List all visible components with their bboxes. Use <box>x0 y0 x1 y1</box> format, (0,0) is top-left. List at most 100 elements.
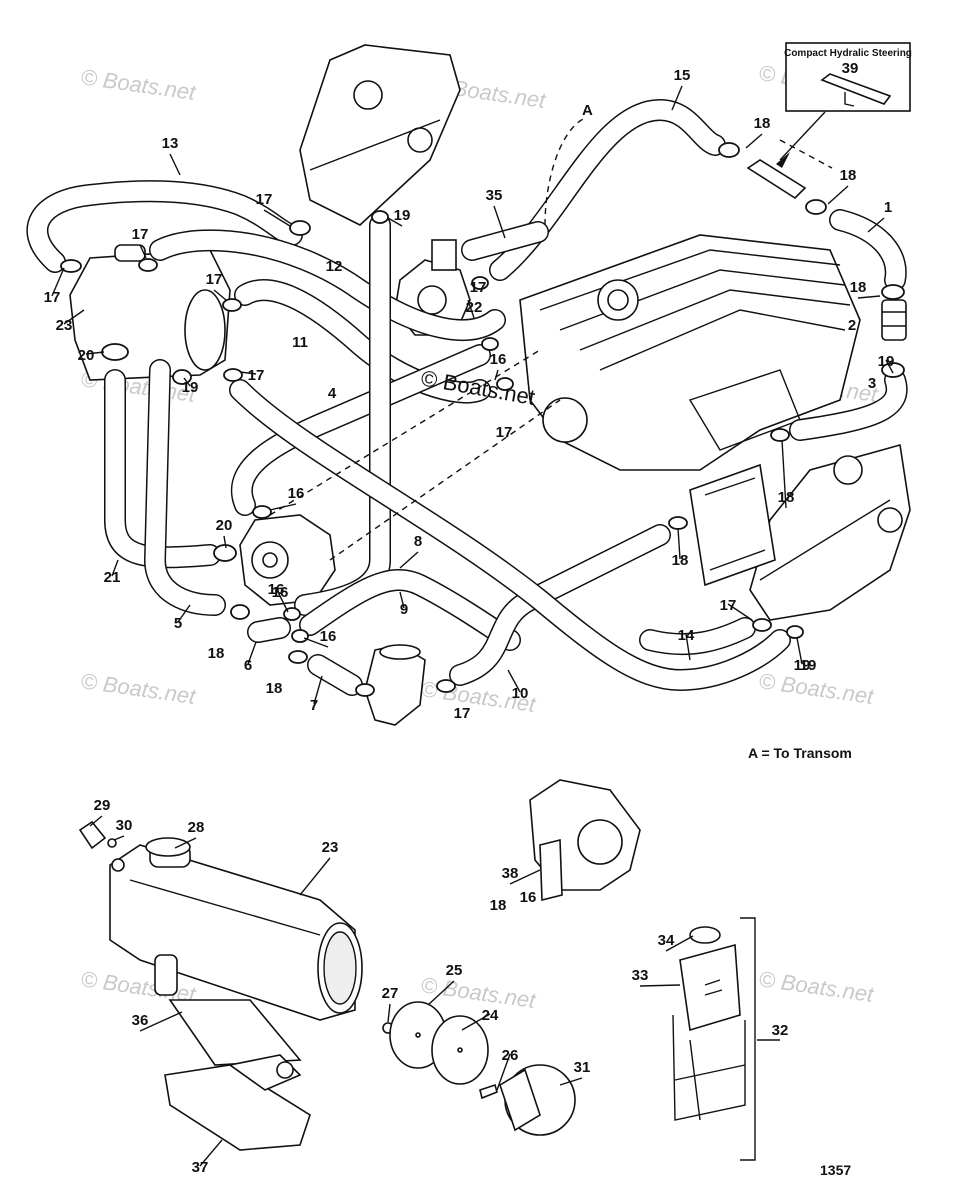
gasket-parts <box>382 1001 489 1085</box>
leader-line <box>213 289 227 301</box>
part-label: 18 <box>850 279 867 296</box>
leader-line <box>387 1003 391 1023</box>
part-label: 15 <box>674 67 691 84</box>
leader-lines <box>51 85 894 1167</box>
leader-line <box>85 351 105 355</box>
leader-line <box>507 669 521 693</box>
part-label: 20 <box>216 517 233 534</box>
engine-block <box>519 234 861 471</box>
thermostat-housing <box>364 644 426 726</box>
part-label: 31 <box>574 1059 591 1076</box>
part-label: 17 <box>248 367 265 384</box>
leader-line <box>494 369 499 381</box>
leader-line <box>857 295 881 299</box>
leader-line <box>885 359 894 374</box>
part-label: 1 <box>884 199 892 216</box>
part-label: 19 <box>182 379 199 396</box>
part-label: 18 <box>754 115 771 132</box>
gasket-plate <box>168 999 302 1066</box>
leader-line <box>111 559 119 577</box>
legend: A = To Transom <box>748 745 852 761</box>
part-label: 18 <box>490 897 507 914</box>
part-label: 18 <box>672 552 689 569</box>
leader-line <box>177 604 191 623</box>
part-label: 2 <box>848 317 856 334</box>
leader-line <box>63 309 85 325</box>
part-label: 17 <box>206 271 223 288</box>
leader-line <box>467 299 475 319</box>
leader-line <box>671 85 683 111</box>
part-label: 17 <box>470 279 487 296</box>
part-label: 13 <box>162 135 179 152</box>
part-label: 17 <box>720 597 737 614</box>
exhaust-manifold-top <box>299 44 461 226</box>
leader-line <box>496 1053 511 1091</box>
leader-line <box>827 185 849 205</box>
part-label: 17 <box>256 191 273 208</box>
part-label: 23 <box>322 839 339 856</box>
transom-marker: A <box>582 102 593 119</box>
part-label: 16 <box>272 584 289 601</box>
fitting-2 <box>881 299 907 341</box>
part-label: 19 <box>794 657 811 674</box>
part-label: 30 <box>116 817 133 834</box>
part-label: 20 <box>78 347 95 364</box>
part-label: 35 <box>486 187 503 204</box>
leader-line <box>427 980 455 1006</box>
part-label: 5 <box>174 615 182 632</box>
part-label: 17 <box>454 705 471 722</box>
leader-line <box>239 371 257 375</box>
part-label: 9 <box>400 601 408 618</box>
leader-line <box>174 837 197 849</box>
leader-line <box>169 153 181 176</box>
leader-line <box>509 869 541 885</box>
part-label: 18 <box>266 680 283 697</box>
leader-line <box>263 209 291 227</box>
part-label: 24 <box>482 1007 499 1024</box>
part-label: 7 <box>310 697 318 714</box>
part-label: 3 <box>868 375 876 392</box>
hoses <box>26 99 908 696</box>
leader-line <box>183 377 191 387</box>
part-label: 4 <box>328 385 337 402</box>
part-label: 16 <box>320 628 337 645</box>
watermark: © Boats.net <box>757 668 876 709</box>
watermark: © Boats.net <box>757 966 876 1007</box>
inset-title: Compact Hydralic Steering <box>784 48 912 59</box>
leader-line <box>639 984 681 987</box>
part-label: 17 <box>132 226 149 243</box>
leader-line <box>313 675 323 705</box>
part-label: 21 <box>104 569 121 586</box>
part-label: 6 <box>244 657 252 674</box>
part-label: 27 <box>382 985 399 1002</box>
part-label: 19 <box>800 657 817 674</box>
part-label: 16 <box>490 351 507 368</box>
leader-line <box>665 935 694 952</box>
part-label: 16 <box>520 889 537 906</box>
part-label: 34 <box>658 932 675 949</box>
part-labels: 1234567891011121314151616161616161717171… <box>44 67 895 1176</box>
leader-line <box>139 1011 183 1032</box>
part-label: 17 <box>44 289 61 306</box>
part-label: 8 <box>414 533 422 550</box>
part-label: 18 <box>840 167 857 184</box>
part-label: 38 <box>502 865 519 882</box>
leader-line <box>727 603 753 621</box>
part-label: 19 <box>878 353 895 370</box>
leader-line <box>299 857 331 896</box>
mount-bracket <box>164 1054 311 1151</box>
engine-detail <box>529 779 641 902</box>
part-label: 25 <box>446 962 463 979</box>
leader-line <box>247 641 257 665</box>
part-label: 17 <box>496 424 513 441</box>
leader-line <box>677 527 681 560</box>
leader-line <box>51 267 65 297</box>
watermark: © Boats.net <box>419 972 538 1013</box>
circulating-pump <box>239 514 336 606</box>
leader-line <box>223 535 227 549</box>
part-label: 32 <box>772 1022 789 1039</box>
leader-line <box>685 633 691 661</box>
part-label: 19 <box>394 207 411 224</box>
